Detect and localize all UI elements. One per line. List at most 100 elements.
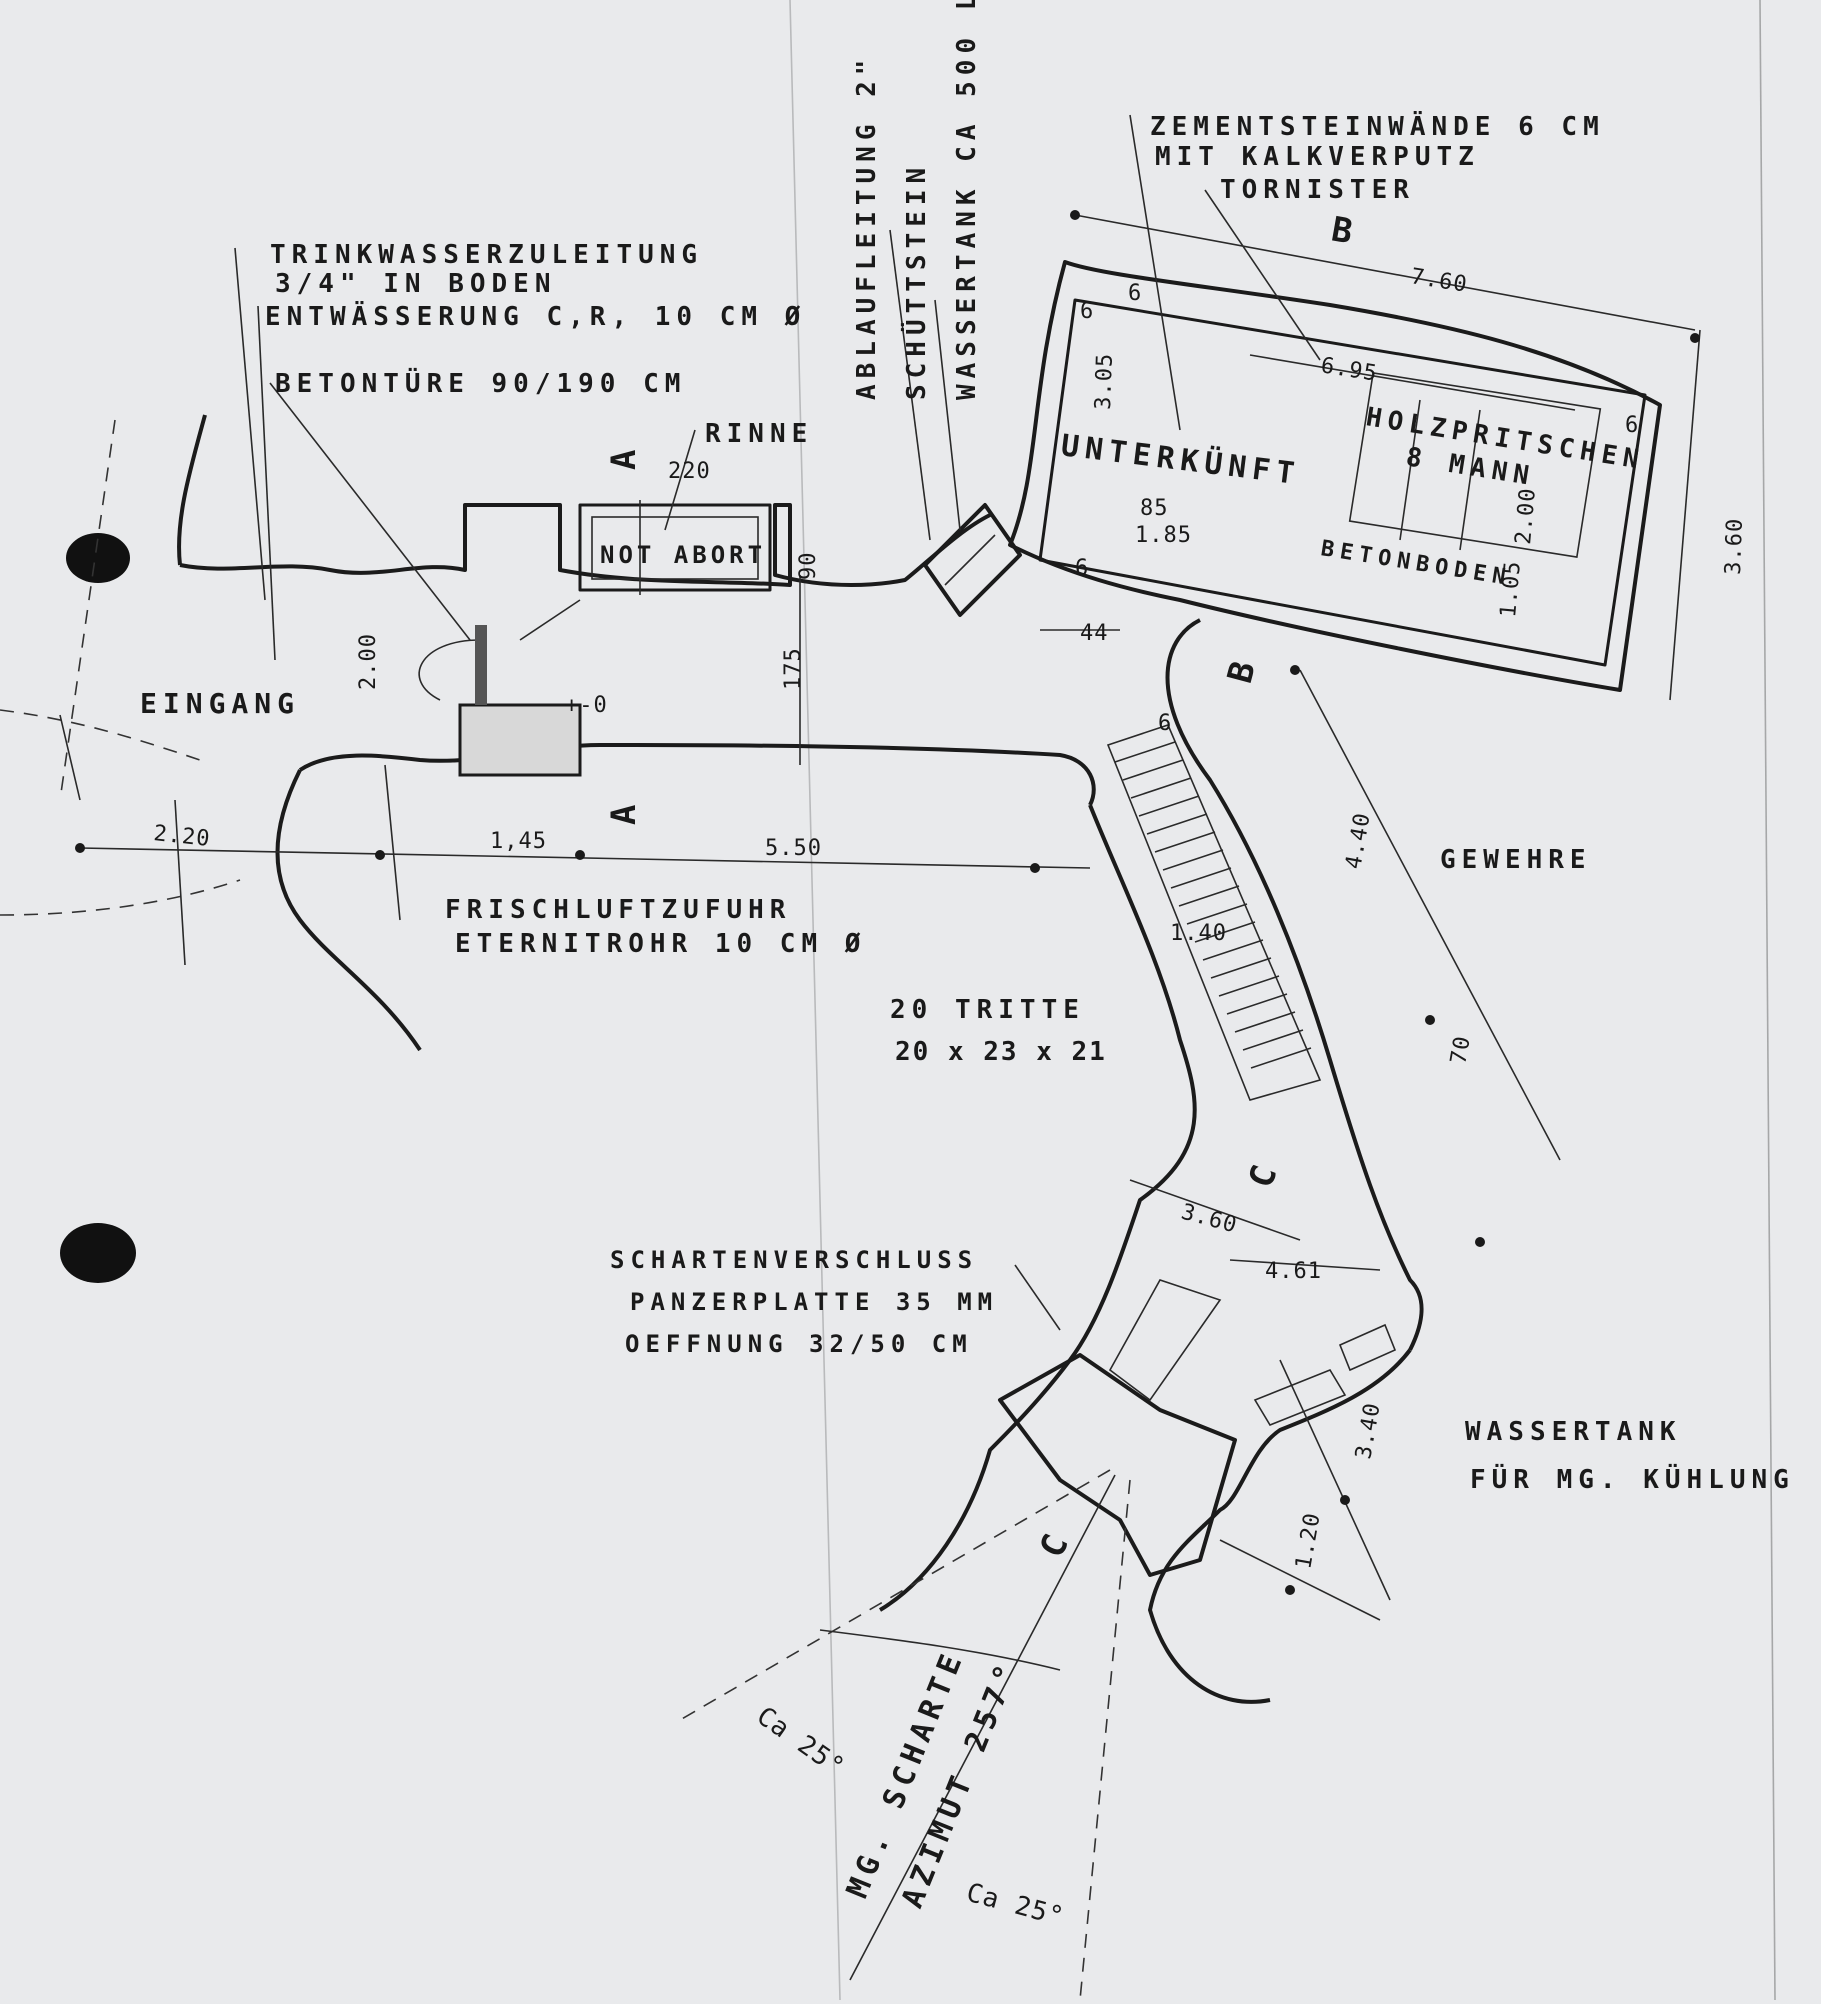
label-wassertank-mg: WASSERTANK <box>1465 1417 1682 1447</box>
mg-chamber-right-wall <box>1148 1348 1412 1704</box>
approach-path-upper <box>0 709 201 761</box>
dim-70: 70 <box>1446 1034 1476 1066</box>
dim-220-top: 220 <box>668 459 711 484</box>
dim-2-20-left: 2.20 <box>152 821 211 852</box>
sink-block <box>923 503 1022 617</box>
fire-line-left <box>679 1469 1111 1721</box>
label-ca25-right: Ca 25° <box>963 1878 1067 1933</box>
label-trinkwasser-boden: 3/4" IN BODEN <box>275 269 557 299</box>
terrain-line-upper-left <box>177 414 207 566</box>
dim-plus-minus-0: +-0 <box>565 693 608 718</box>
label-20-tritte: 20 TRITTE <box>890 995 1085 1025</box>
section-marker-c-bottom: C <box>1032 1528 1077 1563</box>
dim-4-40: 4.40 <box>1341 811 1376 871</box>
label-eingang: EINGANG <box>140 687 300 720</box>
label-zementsteinwaende: ZEMENTSTEINWÄNDE 6 CM <box>1150 110 1605 142</box>
dim-3-60-c: 3.60 <box>1178 1200 1240 1239</box>
paper-fold-line <box>789 0 841 2001</box>
trench-wall-right <box>174 799 186 966</box>
dim-2-00-entry: 2.00 <box>356 633 381 690</box>
label-unterkunft: UNTERKÜNFT <box>1059 426 1302 492</box>
punch-hole-bottom <box>60 1223 136 1283</box>
section-marker-b-top: B <box>1328 209 1355 252</box>
label-schartenverschluss: SCHARTENVERSCHLUSS <box>610 1246 978 1274</box>
entrance-dash-left <box>59 419 116 801</box>
dim-6-d: 6 <box>1075 556 1089 581</box>
dim-6-b: 6 <box>1128 281 1142 306</box>
section-marker-c-mid: C <box>1241 1160 1286 1193</box>
dim-85: 85 <box>1140 496 1169 521</box>
label-ablaufleitung: ABLAUFLEITUNG 2" <box>852 54 882 400</box>
label-entwaesserung: ENTWÄSSERUNG C,R, 10 CM Ø <box>265 300 806 332</box>
terrain-line-lower-left <box>275 769 422 1052</box>
not-abort-room <box>578 503 772 592</box>
mg-water-tank <box>1253 1369 1347 1426</box>
label-tornister: TORNISTER <box>1220 175 1415 205</box>
mg-chamber-left-wall <box>878 1358 1072 1612</box>
label-eternitrohr: ETERNITROHR 10 CM Ø <box>455 929 866 959</box>
label-trinkwasser: TRINKWASSERZULEITUNG <box>270 240 703 270</box>
bed-divider-1 <box>1399 399 1421 541</box>
dimension-lines <box>79 214 1701 1621</box>
unterkunft-room-inner <box>1038 298 1647 667</box>
dim-6-95: 6.95 <box>1319 353 1379 387</box>
armour-plate-block <box>998 1353 1237 1577</box>
dim-6-a: 6 <box>1080 299 1094 324</box>
label-kalkverputz: MIT KALKVERPUTZ <box>1155 142 1480 172</box>
azimuth-line <box>849 1474 1116 1981</box>
label-panzerplatte: PANZERPLATTE 35 MM <box>630 1288 998 1316</box>
punch-hole-top <box>66 533 130 583</box>
dim-3-05: 3.05 <box>1091 352 1118 410</box>
stair-corridor-left-wall <box>1068 804 1197 1362</box>
label-wassertank-500: WASSERTANK CA 500 L <box>952 0 982 400</box>
dim-1-05: 1.05 <box>1496 560 1526 619</box>
stair-steps <box>1106 724 1322 1101</box>
fire-arc <box>819 1629 1061 1671</box>
embrasure-opening <box>1108 1279 1222 1402</box>
fire-line-right <box>1079 1479 1131 2001</box>
label-betontuere: BETONTÜRE 90/190 CM <box>275 366 686 399</box>
reference-dots <box>75 210 1700 1595</box>
trench-wall-left <box>59 714 81 801</box>
unterkunft-room-outer <box>1008 260 1662 692</box>
label-gewehre: GEWEHRE <box>1440 845 1592 875</box>
dim-3-40: 3.40 <box>1351 1401 1386 1461</box>
concrete-door <box>475 625 487 705</box>
corridor-upper-wall <box>179 503 991 587</box>
label-mg-kuehlung: FÜR MG. KÜHLUNG <box>1470 1462 1795 1495</box>
dim-44: 44 <box>1080 621 1109 646</box>
holzpritschen-bed-block <box>1348 372 1602 558</box>
section-marker-a-bottom: A <box>604 805 644 825</box>
corridor-lower-wall <box>298 743 1096 806</box>
dim-1-85: 1.85 <box>1135 523 1192 548</box>
dim-90: 90 <box>796 552 821 581</box>
label-oeffnung: OEFFNUNG 32/50 CM <box>625 1330 973 1358</box>
dim-7-60: 7.60 <box>1409 264 1469 298</box>
label-betonboden: BETONBODEN <box>1319 536 1513 591</box>
bed-divider-2 <box>1459 409 1481 551</box>
paper-edge-line <box>1759 0 1776 2001</box>
door-wing-block <box>458 703 582 777</box>
label-frischluftzufuhr: FRISCHLUFTZUFUHR <box>445 895 791 925</box>
dim-1-45: 1,45 <box>490 829 547 854</box>
leader-lines <box>234 114 1321 1331</box>
dim-1-20: 1.20 <box>1291 1511 1326 1571</box>
door-swing-arc <box>418 639 481 701</box>
stair-corridor-right-wall <box>1165 618 1424 1351</box>
not-abort-inner <box>591 516 759 580</box>
dim-4-61: 4.61 <box>1265 1259 1322 1284</box>
label-ca25-left: Ca 25° <box>751 1701 850 1783</box>
label-schuettstein: SCHÜTTSTEIN <box>899 162 932 400</box>
section-marker-a-top: A <box>604 450 644 470</box>
dim-175: 175 <box>781 647 806 690</box>
dim-5-50: 5.50 <box>765 836 822 861</box>
dim-6-e: 6 <box>1158 711 1172 736</box>
label-rinne: RINNE <box>705 419 813 449</box>
dim-3-60-right: 3.60 <box>1721 517 1748 575</box>
approach-path-lower <box>0 879 241 916</box>
label-not-abort: NOT ABORT <box>600 541 766 569</box>
door-leader <box>519 599 581 641</box>
sink-divider <box>944 534 996 586</box>
